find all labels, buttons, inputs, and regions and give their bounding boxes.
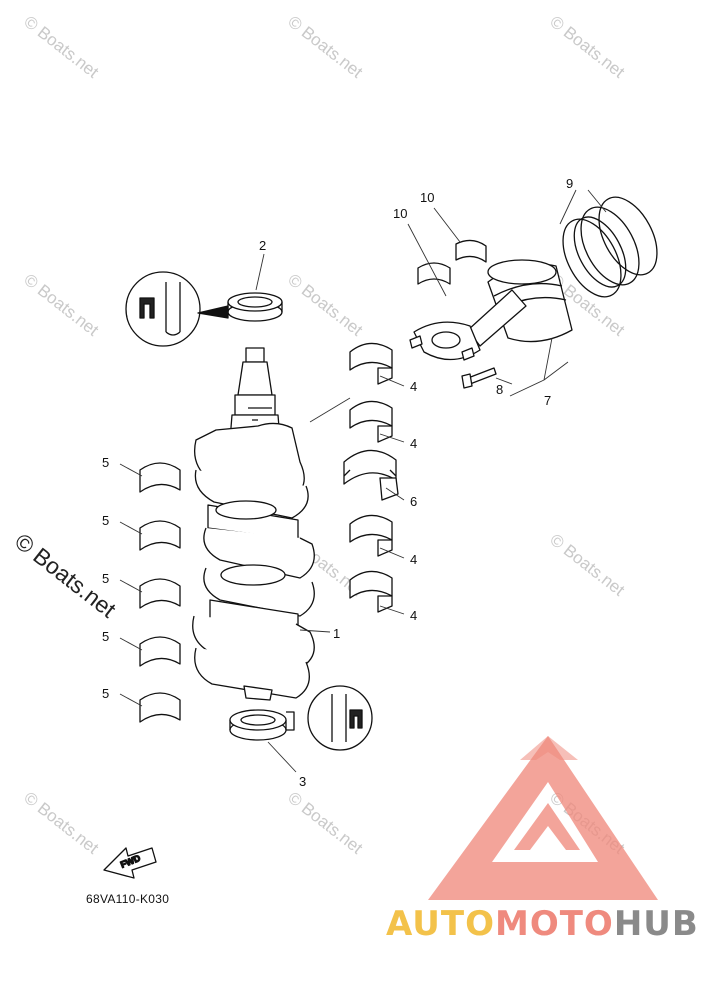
main-bearing xyxy=(349,570,393,613)
leader-lines xyxy=(119,189,607,773)
callout-10: 10 xyxy=(420,190,435,205)
main-bearing-lower xyxy=(139,520,181,551)
oil-seal-lower xyxy=(229,709,287,741)
main-bearing-lower xyxy=(139,462,181,493)
main-bearing-lower xyxy=(139,692,181,723)
main-bearing-lower xyxy=(139,636,181,667)
main-bearing xyxy=(349,400,393,443)
brand-part-auto: AUTO xyxy=(386,904,495,944)
callout-8: 8 xyxy=(496,382,504,397)
diagram-code: 68VA110-K030 xyxy=(86,892,170,906)
oil-seal-upper xyxy=(227,292,283,322)
callout-3: 3 xyxy=(299,774,307,789)
brand-wordmark: AUTOMOTOHUB xyxy=(386,904,699,944)
callout-2: 2 xyxy=(259,238,267,253)
callout-1: 1 xyxy=(333,626,341,641)
callout-10: 10 xyxy=(393,206,408,221)
callout-5: 5 xyxy=(102,629,110,644)
rod-bolt xyxy=(461,367,497,389)
main-bearing xyxy=(349,514,393,557)
callout-4: 4 xyxy=(410,552,418,567)
callout-5: 5 xyxy=(102,571,110,586)
callout-5: 5 xyxy=(102,455,110,470)
brand-logo-triangle xyxy=(428,736,658,900)
main-bearing xyxy=(349,342,393,385)
callout-9: 9 xyxy=(566,176,574,191)
oil-seal-detail-upper xyxy=(125,271,229,347)
forward-direction-arrow: FWD xyxy=(103,847,157,879)
callout-4: 4 xyxy=(410,608,418,623)
oil-seal-detail-lower xyxy=(286,685,373,751)
rod-bearing xyxy=(455,239,487,263)
piston-rings xyxy=(562,196,658,298)
main-bearing-lower xyxy=(139,578,181,609)
callout-4: 4 xyxy=(410,379,418,394)
thrust-bearing xyxy=(343,449,399,501)
callout-7: 7 xyxy=(544,393,552,408)
brand-part-hub: HUB xyxy=(613,904,699,944)
piston-connecting-rod-assembly xyxy=(409,259,573,361)
callout-5: 5 xyxy=(102,513,110,528)
brand-part-moto: MOTO xyxy=(494,904,614,944)
callout-6: 6 xyxy=(410,494,418,509)
callout-5: 5 xyxy=(102,686,110,701)
callout-4: 4 xyxy=(410,436,418,451)
crankshaft xyxy=(192,347,315,701)
